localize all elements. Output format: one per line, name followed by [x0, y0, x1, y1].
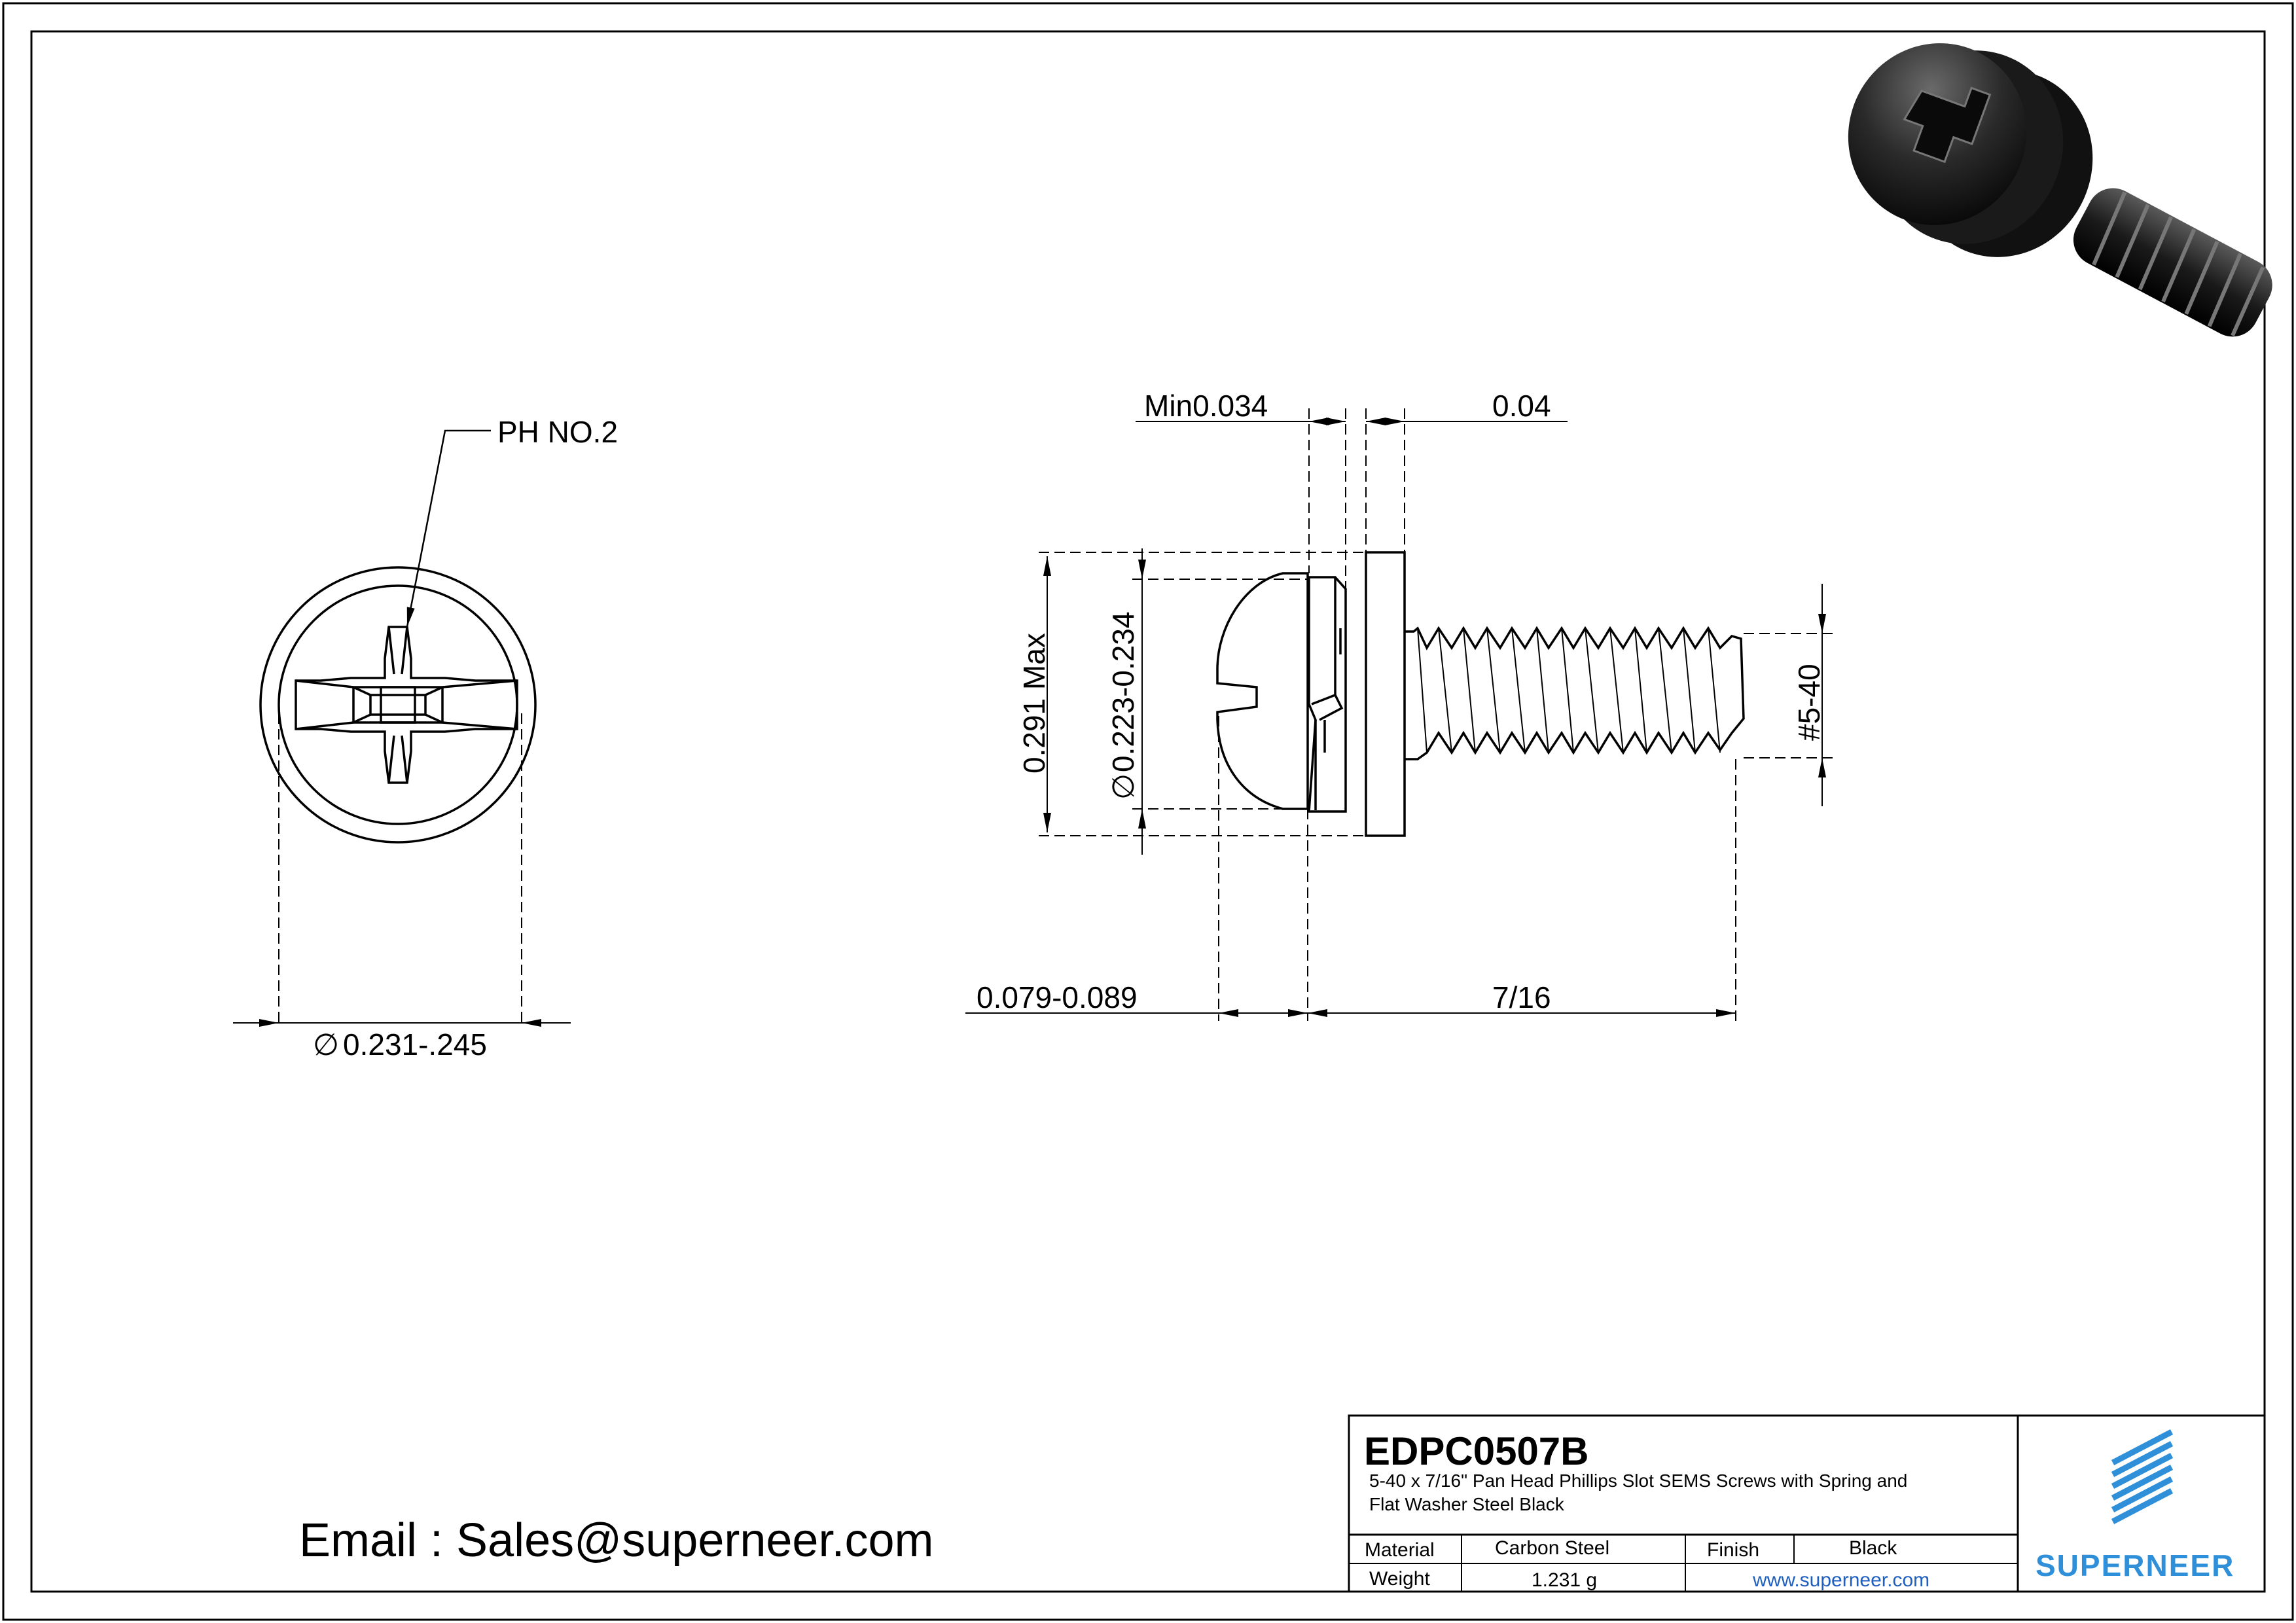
- head-diameter-dimension: [233, 713, 571, 1027]
- diameter-symbol-top: ∅: [313, 1027, 339, 1061]
- head-outer-circle: [259, 566, 537, 844]
- pan-head-profile: [1216, 572, 1309, 810]
- inner-frame: [30, 30, 2266, 1593]
- part-number: EDPC0507B: [1364, 1429, 1589, 1473]
- head-top-view: [259, 566, 537, 844]
- part-description-line1: 5-40 x 7/16" Pan Head Phillips Slot SEMS…: [1369, 1471, 1907, 1491]
- brand-name: SUPERNEER: [2036, 1548, 2234, 1582]
- thread-flanks: [1417, 628, 1721, 753]
- contact-email: Email : Sales@superneer.com: [299, 1514, 934, 1567]
- thread-profile: [1405, 626, 1745, 760]
- part-description-line2: Flat Washer Steel Black: [1369, 1494, 1565, 1514]
- head-inner-circle: [278, 584, 518, 825]
- finish-value: Black: [1849, 1537, 1897, 1559]
- recess-leader-line: [406, 429, 491, 628]
- head-height-label: 0.223-0.234: [1106, 611, 1140, 772]
- title-block: [1348, 1414, 2266, 1593]
- weight-value: 1.231 g: [1532, 1569, 1597, 1591]
- diameter-symbol-side: ∅: [1106, 774, 1140, 800]
- flat-washer: [1365, 551, 1406, 837]
- flat-washer-thickness-label: 0.04: [1492, 389, 1551, 423]
- screw-3d-render: [1848, 43, 2272, 337]
- recess-label: PH NO.2: [497, 415, 618, 449]
- finish-label: Finish: [1707, 1539, 1759, 1561]
- head-offset-label: 0.079-0.089: [977, 980, 1138, 1014]
- superneer-logo-icon: [2111, 1429, 2174, 1524]
- side-dimension-lines: [965, 408, 1833, 1021]
- website-link[interactable]: www.superneer.com: [1752, 1569, 1929, 1591]
- screw-side-view: [1216, 551, 1745, 837]
- material-label: Material: [1365, 1539, 1435, 1561]
- weight-label: Weight: [1369, 1568, 1430, 1590]
- spring-washer: [1308, 576, 1347, 813]
- phillips-recess: [295, 626, 518, 784]
- washer-diameter-label: 0.291 Max: [1017, 633, 1051, 774]
- spring-washer-thickness-label: Min0.034: [1144, 389, 1268, 423]
- material-value: Carbon Steel: [1495, 1537, 1609, 1559]
- head-diameter-label: 0.231-.245: [343, 1027, 487, 1061]
- screw-length-label: 7/16: [1492, 980, 1551, 1014]
- thread-size-label: #5-40: [1792, 664, 1826, 741]
